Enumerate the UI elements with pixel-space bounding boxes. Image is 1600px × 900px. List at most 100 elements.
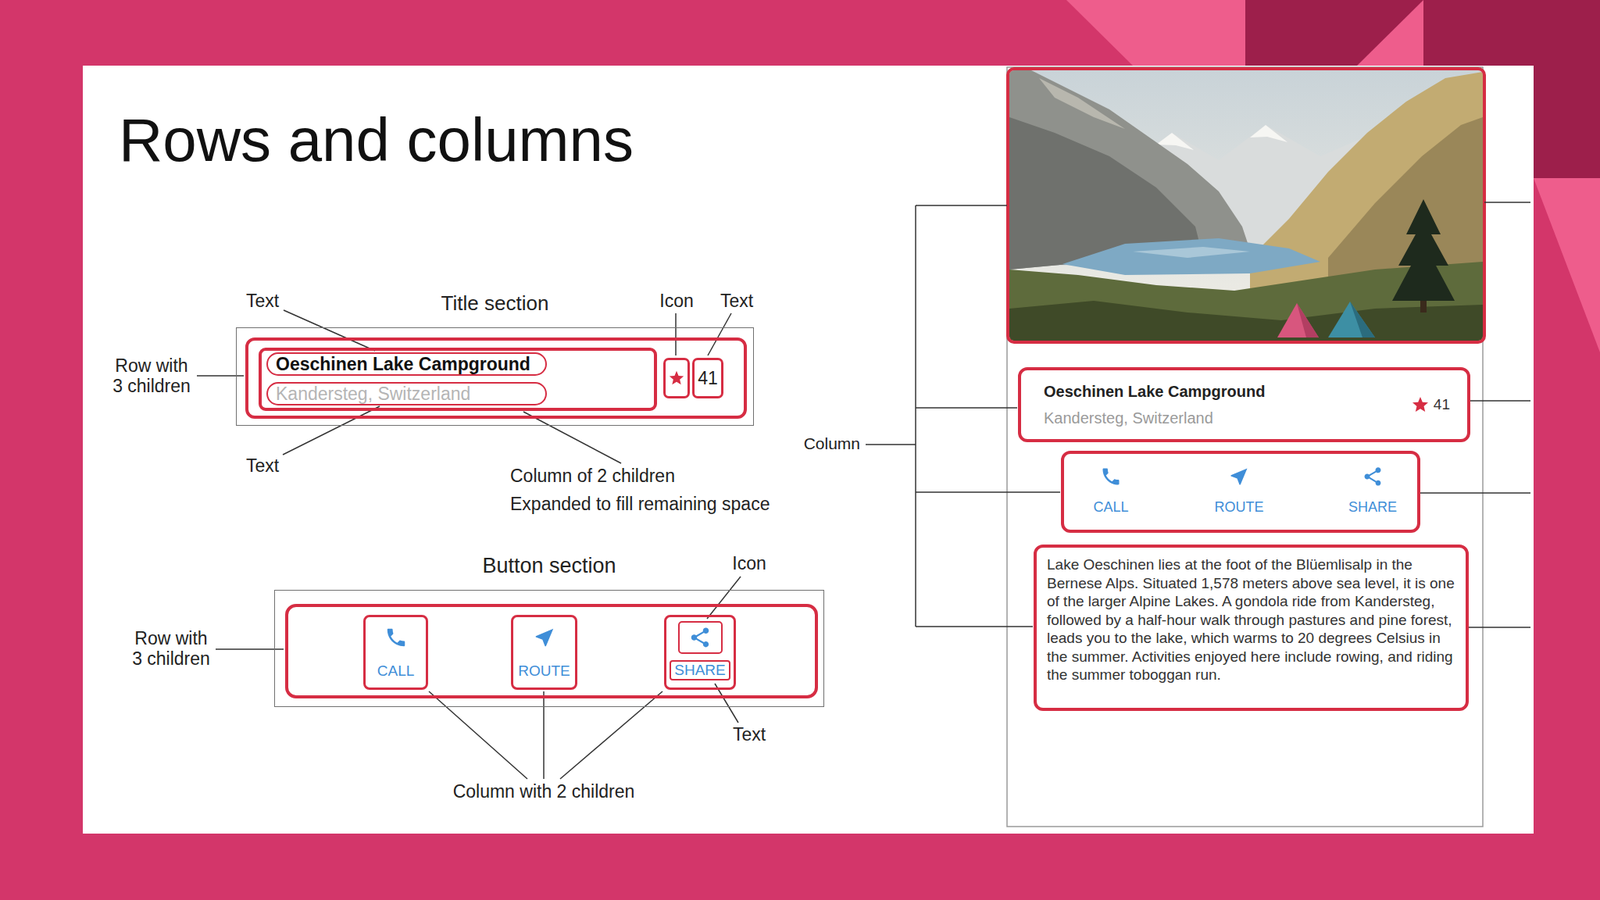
phone-frame	[1007, 67, 1483, 827]
leader-lines-part	[542, 691, 545, 779]
leader-lines-part	[196, 375, 244, 377]
slide-title: Rows and columns	[118, 109, 634, 171]
icon-box	[521, 621, 567, 654]
title-column: Oeschinen Lake CampgroundKandersteg, Swi…	[1043, 382, 1411, 427]
heading-slot: Button section	[275, 553, 824, 579]
button-icon	[532, 625, 557, 650]
button-column: SHARE	[1325, 453, 1420, 530]
label-slot: Expanded to fill remaining space	[510, 493, 839, 515]
leader-lines-part	[215, 648, 284, 650]
rating-group: 41	[1410, 395, 1450, 415]
lake-photo-part	[1132, 246, 1250, 258]
column-bracket-part	[1468, 626, 1531, 629]
button-icon-path	[386, 628, 405, 647]
lake-photo-part	[1039, 78, 1125, 129]
callout-label: Text	[227, 290, 298, 311]
label-slot: Icon	[641, 290, 712, 311]
pill-text: Oeschinen Lake Campground	[275, 355, 531, 374]
leader-lines	[196, 310, 741, 779]
button-text: CALL	[1092, 499, 1129, 515]
text-pill: Oeschinen Lake Campground	[266, 352, 547, 376]
column-bracket-part	[1420, 492, 1531, 494]
column-bracket-part	[915, 491, 1061, 493]
text-pill: Kandersteg, Switzerland	[266, 382, 547, 406]
background-shapes-part	[1066, 0, 1246, 66]
card-text: Oeschinen Lake Campground	[1043, 382, 1411, 400]
label-slot: Text	[701, 290, 772, 311]
column-bracket-part	[915, 625, 1033, 628]
pill-text: Kandersteg, Switzerland	[275, 385, 471, 404]
callout-label: Row with 3 children	[129, 628, 213, 669]
card-text: Kandersteg, Switzerland	[1043, 409, 1411, 427]
lake-photo-part	[1009, 300, 1483, 341]
button-icon	[688, 625, 712, 650]
callout-label: Column with 2 children	[418, 781, 669, 802]
label-slot: Text	[714, 724, 785, 745]
lake-photo	[1009, 70, 1483, 341]
label-slot: Row with 3 children	[110, 355, 193, 397]
leader-lines-part	[707, 576, 741, 619]
leader-lines-part	[675, 313, 677, 356]
section-heading: Title section	[236, 292, 754, 316]
leader-lines-part	[428, 691, 528, 779]
button-text: ROUTE	[1214, 499, 1265, 515]
description-card: Lake Oeschinen lies at the foot of the B…	[1033, 544, 1469, 711]
button-column: CALL	[1064, 453, 1158, 530]
callout-label: Text	[227, 455, 298, 476]
label-slot: Column with 2 children	[418, 781, 669, 802]
callout-label: Column of 2 children	[510, 465, 823, 486]
lake-photo-part	[1296, 303, 1319, 338]
column-bracket-part	[914, 205, 917, 627]
button-card: CALL ROUTE SHARE	[1060, 450, 1421, 533]
lake-photo-part	[1277, 303, 1319, 338]
icon-box	[678, 621, 723, 654]
callout-label: Icon	[641, 290, 712, 311]
label-slot: Text	[227, 455, 298, 476]
button-text: CALL	[377, 663, 415, 679]
button-icon	[384, 625, 408, 650]
icon-box	[373, 621, 418, 654]
callout-label: Icon	[714, 553, 785, 574]
callout-label: Row with 3 children	[110, 355, 193, 397]
button-text: SHARE	[669, 660, 730, 681]
button-column: ROUTE	[510, 614, 578, 690]
rating-count: 41	[1433, 396, 1450, 414]
title-card: Oeschinen Lake CampgroundKandersteg, Swi…	[1017, 367, 1471, 443]
lake-photo-part	[1392, 199, 1455, 301]
button-column: CALL	[363, 614, 429, 690]
star-icon-path	[1412, 396, 1429, 412]
callout-label: Text	[714, 724, 785, 745]
count-text: 41	[697, 367, 718, 390]
background-shapes-part	[1533, 178, 1600, 353]
photo-outline	[1007, 68, 1485, 343]
callout-label: Expanded to fill remaining space	[510, 493, 839, 515]
button-icon	[1228, 465, 1250, 488]
button-section-box: CALLROUTESHAREButton section	[274, 589, 825, 708]
star-icon	[1410, 395, 1430, 415]
lake-photo-part	[1009, 70, 1483, 341]
label-slot: Row with 3 children	[129, 628, 213, 669]
column-bracket-part	[1470, 400, 1531, 402]
button-column: SHARE	[664, 614, 736, 690]
lake-photo-part	[1350, 301, 1375, 338]
section-heading: Button section	[275, 553, 824, 579]
slide-panel	[82, 65, 1534, 834]
lake-photo-part	[1328, 301, 1375, 338]
label-slot: Text	[227, 290, 298, 311]
column-bracket-part	[915, 407, 1018, 409]
text-box: 41	[692, 357, 724, 399]
button-icon-path	[535, 628, 554, 647]
label-slot: Icon	[714, 553, 785, 574]
leader-lines-part	[560, 691, 663, 779]
description-text: Lake Oeschinen lies at the foot of the B…	[1046, 555, 1456, 685]
column-bracket-part	[1484, 201, 1531, 204]
callout-label: Column	[766, 434, 861, 454]
button-icon-path	[691, 628, 710, 648]
column-bracket-part	[865, 443, 916, 446]
label-slot: Column of 2 children	[510, 465, 823, 486]
title-section-box: Oeschinen Lake CampgroundKandersteg, Swi…	[235, 327, 754, 426]
button-icon-path	[1103, 468, 1120, 486]
